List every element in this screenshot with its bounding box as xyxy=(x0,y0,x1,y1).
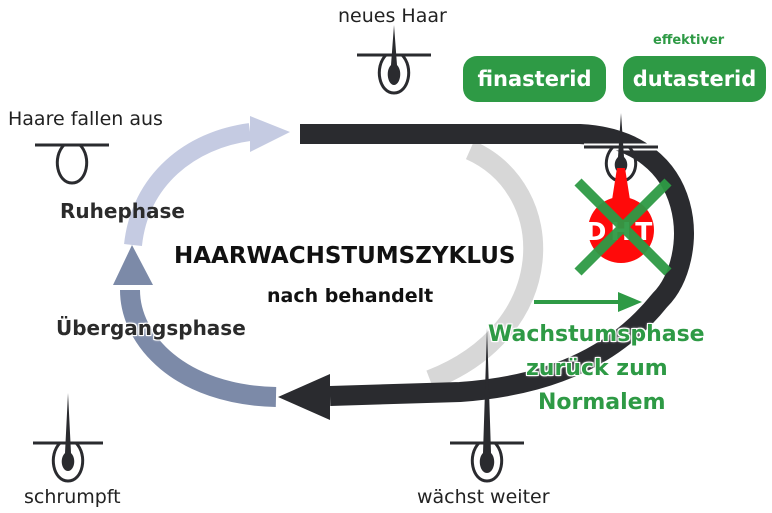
growth-phase-line-1: Wachstumsphase xyxy=(488,322,705,347)
diagram-title: HAARWACHSTUMSZYKLUS xyxy=(174,243,516,269)
resting-arrowhead xyxy=(250,116,290,152)
block-x-icon xyxy=(574,178,672,276)
transition-arrowhead xyxy=(113,245,153,285)
transition-arrow xyxy=(120,289,277,407)
previous-cycle-arc xyxy=(426,140,544,390)
treatment-badge-dutasterid: dutasterid xyxy=(623,56,766,102)
stage-label-shrinks: schrumpft xyxy=(24,486,121,508)
growth-cycle-track xyxy=(300,124,694,406)
follicle-new-hair-icon xyxy=(357,25,431,95)
diagram-subtitle: nach behandelt xyxy=(267,285,434,307)
follicle-empty-icon xyxy=(35,143,109,185)
phase-label-resting: Ruhephase xyxy=(60,199,185,223)
stage-label-hair-falls: Haare fallen aus xyxy=(8,108,163,130)
phase-label-transition: Übergangsphase xyxy=(56,316,246,340)
treatment-badge-finasterid: finasterid xyxy=(463,56,606,102)
resting-arrow xyxy=(124,123,252,247)
cycle-arrowhead-left xyxy=(278,374,330,420)
stage-label-keeps-growing: wächst weiter xyxy=(417,486,550,508)
growth-restore-arrowhead xyxy=(618,292,642,312)
stage-label-new-hair: neues Haar xyxy=(338,5,447,27)
follicle-shrinking-icon xyxy=(33,393,103,483)
follicle-growing-icon xyxy=(450,328,524,483)
growth-phase-line-2: zurück zum xyxy=(526,356,668,381)
growth-phase-line-3: Normalem xyxy=(538,390,666,415)
treatment-note: effektiver xyxy=(653,33,725,48)
